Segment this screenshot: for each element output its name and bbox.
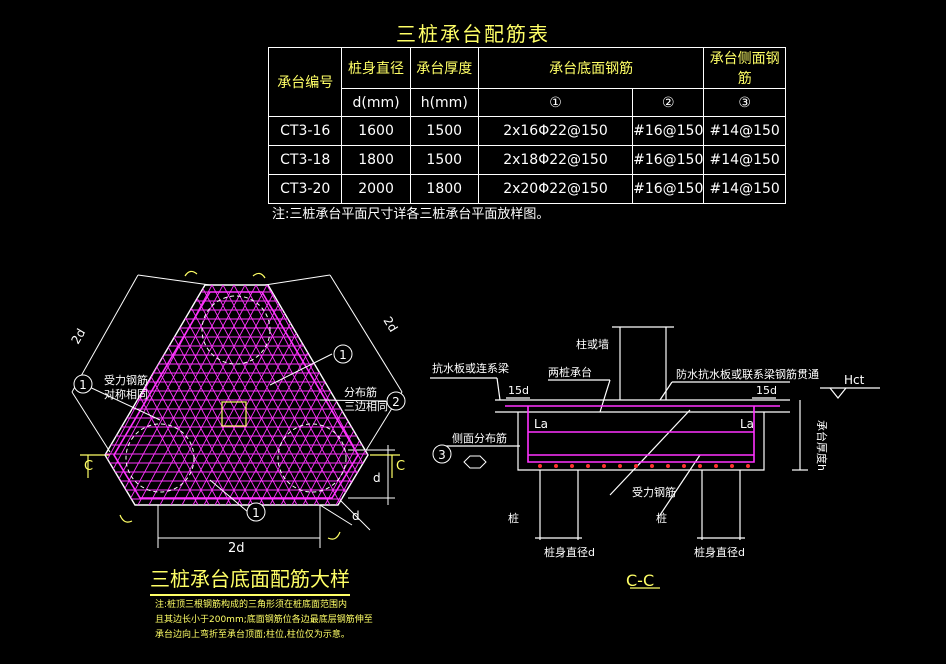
label-pile-dia-right: 桩身直径d [694, 545, 745, 559]
rebar-line [159, 285, 279, 505]
rebar-line [126, 285, 246, 505]
label-column: 柱或墙 [576, 337, 609, 351]
cell-r2: #16@150 [632, 174, 705, 204]
rebar-line [178, 285, 298, 505]
cell-r3: #14@150 [703, 174, 786, 204]
label-pile-left: 桩 [508, 511, 519, 525]
rebar-line [476, 285, 594, 505]
cell-r2: #16@150 [632, 145, 705, 175]
rebar-line [189, 285, 309, 505]
plan-note-line: 且其边长小于200mm;底面钢筋位各边最底层钢筋伸至 [155, 615, 373, 625]
rebar-line [233, 285, 353, 505]
rebar-line [137, 285, 257, 505]
label-force-rebar: 受力钢筋 [632, 485, 676, 499]
label-two-pile: 两桩承台 [548, 365, 592, 379]
plan-note: 注:桩顶三根钢筋构成的三角形须在桩底面范围内 且其边长小于200mm;底面钢筋位… [155, 598, 373, 643]
section-view [430, 326, 880, 589]
marker-1-bottom: 1 [252, 506, 260, 520]
rebar-line [0, 285, 91, 505]
label-side-dist: 侧面分布筋 [452, 431, 507, 445]
plan-note-line: 承台边向上弯折至承台顶面;柱位,柱位仅为示意。 [155, 630, 350, 640]
rebar-line [269, 285, 368, 505]
rebar-line [335, 285, 368, 505]
rebar-line [388, 285, 506, 505]
rebar-line [487, 285, 605, 505]
rebar-outline [113, 291, 359, 499]
rebar-line [167, 285, 287, 505]
rebar-line [313, 285, 368, 505]
subheader-h: h(mm) [409, 88, 479, 117]
rebar-line [443, 285, 561, 505]
dim-d-right: d [373, 471, 381, 485]
label-15d-right: 15d [756, 384, 777, 397]
cell-r1: 2x20Φ22@150 [477, 174, 634, 204]
marker-2: 2 [392, 395, 400, 409]
label-main-rebar-2: 对称相同 [104, 387, 148, 401]
marker-3: 3 [438, 448, 446, 462]
dim-d-bottom: d [352, 509, 360, 523]
label-la-right: La [740, 417, 754, 431]
label-main-rebar: 受力钢筋 [104, 373, 148, 387]
rebar-line [200, 285, 320, 505]
label-waterproof: 防水抗水板或联系梁钢筋贯通 [676, 367, 819, 381]
section-mark-right: C [396, 459, 405, 474]
label-pile-right: 桩 [656, 511, 667, 525]
rebar-line [211, 285, 331, 505]
section-mark-left: C [84, 459, 93, 474]
rebar-line [148, 285, 268, 505]
label-pile-dia-left: 桩身直径d [544, 545, 595, 559]
dim-2d-left: 2d [68, 326, 88, 346]
section-title: C-C [626, 571, 654, 590]
col-header-thickness: 承台厚度 [409, 47, 479, 89]
cell-d: 2000 [341, 174, 411, 204]
rebar-line [255, 285, 368, 505]
cell-h: 1800 [409, 174, 479, 204]
table-row: CT3-20 2000 1800 2x20Φ22@150 #16@150 #14… [267, 174, 786, 204]
rebar-line [105, 285, 114, 505]
plan-view [0, 270, 605, 548]
col-header-id: 承台编号 [267, 47, 343, 117]
dim-2d-bottom: 2d [228, 541, 245, 556]
label-15d-left: 15d [508, 384, 529, 397]
label-hct: Hct [844, 373, 865, 387]
label-anti-slab: 抗水板或连系梁 [432, 361, 509, 375]
plan-title: 三桩承台底面配筋大样 [150, 563, 350, 596]
cell-id: CT3-16 [267, 116, 343, 146]
rebar-line [0, 285, 80, 505]
rebar-table: 承台编号 桩身直径 承台厚度 承台底面钢筋 承台侧面钢筋 d(mm) h(mm)… [267, 47, 786, 204]
cell-h: 1500 [409, 116, 479, 146]
rebar-line [365, 285, 368, 505]
plan-note-line: 注:桩顶三根钢筋构成的三角形须在桩底面范围内 [155, 600, 348, 610]
cell-id: CT3-18 [267, 145, 343, 175]
rebar-line [222, 285, 342, 505]
label-dist-rebar: 分布筋 [344, 385, 377, 399]
label-dist-rebar-2: 三边相同 [344, 400, 388, 413]
label-thickness: 承台厚度h [815, 420, 829, 471]
col-header-side: 承台侧面钢筋 [703, 47, 786, 89]
cell-r2: #16@150 [632, 116, 705, 146]
rebar-line [115, 285, 235, 505]
label-la-left: La [534, 417, 548, 431]
bar-dots [538, 464, 750, 468]
dim-2d-right: 2d [380, 314, 400, 334]
marker-1-top: 1 [339, 348, 347, 362]
table-title: 三桩承台配筋表 [396, 22, 550, 46]
marker-1-left: 1 [79, 378, 87, 392]
rebar-line [244, 285, 364, 505]
cell-d: 1800 [341, 145, 411, 175]
subheader-d: d(mm) [341, 88, 411, 117]
rebar-line [432, 285, 550, 505]
table-note: 注:三桩承台平面尺寸详各三桩承台平面放样图。 [272, 207, 550, 222]
col-header-diameter: 桩身直径 [341, 47, 411, 89]
cell-id: CT3-20 [267, 174, 343, 204]
